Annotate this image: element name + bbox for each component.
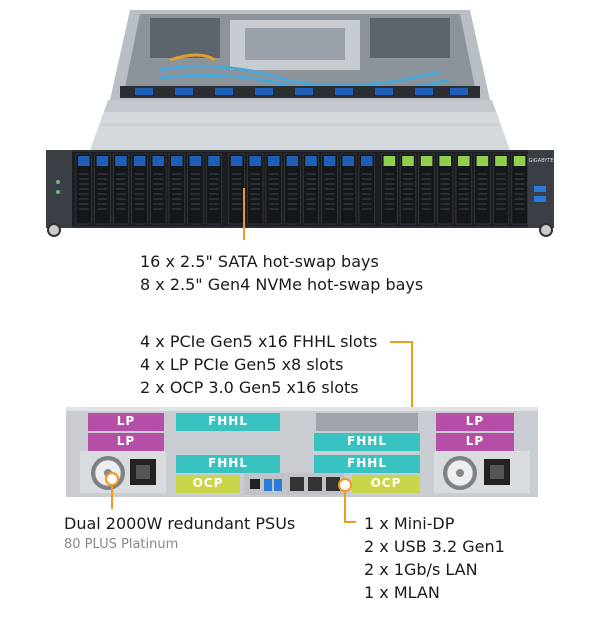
fhhl-slots-label: 4 x PCIe Gen5 x16 FHHL slots [140,332,378,351]
drive-bay [131,153,148,225]
drive-bay [247,153,264,225]
drive-bay [418,153,435,225]
drive-bays [75,153,528,225]
fhhl-card-3-label: FHHL [208,456,248,470]
slot-callout-v [411,341,413,438]
drive-bay [187,153,204,225]
lp-slots-label: 4 x LP PCIe Gen5 x8 slots [140,355,344,374]
minidp-label: 1 x Mini-DP [364,514,455,533]
usb-label: 2 x USB 3.2 Gen1 [364,537,505,556]
ocp-card-1-label: OCP [192,476,224,490]
drive-bay [340,153,357,225]
drive-bay [381,153,398,225]
psu-label: Dual 2000W redundant PSUs [64,514,296,533]
drive-bay [265,153,282,225]
drive-bay [511,153,528,225]
drive-bay [437,153,454,225]
slot-callout-h [390,341,412,343]
io-callout-h [344,521,356,523]
drive-bay [94,153,111,225]
lp-card-1-label: LP [116,414,136,428]
sata-bays-label: 16 x 2.5" SATA hot-swap bays [140,252,379,271]
fhhl-card-1-label: FHHL [208,414,248,428]
fhhl-card-3 [176,455,280,473]
brand-label: GIGABYTE [528,158,554,164]
drive-bay [150,153,167,225]
drive-bay [455,153,472,225]
drive-bay [284,153,301,225]
ocp-slots-label: 2 x OCP 3.0 Gen5 x16 slots [140,378,359,397]
drive-bay [474,153,491,225]
drive-bay [492,153,510,225]
drive-bay [228,153,245,225]
nvme-bays-label: 8 x 2.5" Gen4 NVMe hot-swap bays [140,275,424,294]
front-callout-line [243,188,245,240]
lp-card-3-label: LP [465,414,485,428]
drive-bay [168,153,185,225]
io-callout-v [344,491,346,523]
lp-card-2-label: LP [116,434,136,448]
mlan-label: 1 x MLAN [364,583,440,602]
lp-card-3 [436,413,514,431]
lp-card-4 [436,433,514,451]
lp-card-2 [88,433,164,451]
psu-callout-line [111,485,113,509]
drive-bay [302,153,320,225]
lp-card-1 [88,413,164,431]
drive-bay [321,153,338,225]
fhhl-card-2-label: FHHL [347,434,387,448]
drive-bay [399,153,417,225]
drive-bay [205,153,223,225]
front-server-image: GIGABYTE [0,0,600,250]
fhhl-card-4-label: FHHL [347,456,387,470]
fhhl-card-4 [314,455,420,473]
ocp-card-2-label: OCP [370,476,402,490]
lan-label: 2 x 1Gb/s LAN [364,560,478,579]
psu-subtitle: 80 PLUS Platinum [64,537,179,552]
ocp-card-2 [352,475,420,493]
drive-bay [112,153,130,225]
ocp-card-1 [176,475,240,493]
drive-bay [358,153,375,225]
lp-card-4-label: LP [465,434,485,448]
drive-bay [75,153,92,225]
fhhl-card-2 [314,433,420,451]
fhhl-card-1 [176,413,280,431]
rear-server-image: LP LP LP LP FHHL FHHL FHHL FHHL OCP OCP [0,395,600,510]
